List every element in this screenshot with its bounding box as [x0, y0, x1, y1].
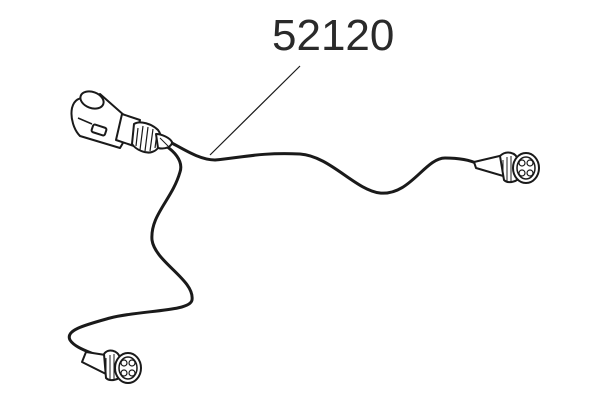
- lamp-connector-right: [473, 151, 540, 184]
- lamp-connector-left: [81, 349, 142, 384]
- leader-line: [209, 65, 301, 156]
- main-plug-connector: [70, 90, 173, 154]
- part-number-label: 52120: [272, 11, 395, 60]
- cable-left: [67, 144, 194, 358]
- cable-right: [168, 140, 480, 195]
